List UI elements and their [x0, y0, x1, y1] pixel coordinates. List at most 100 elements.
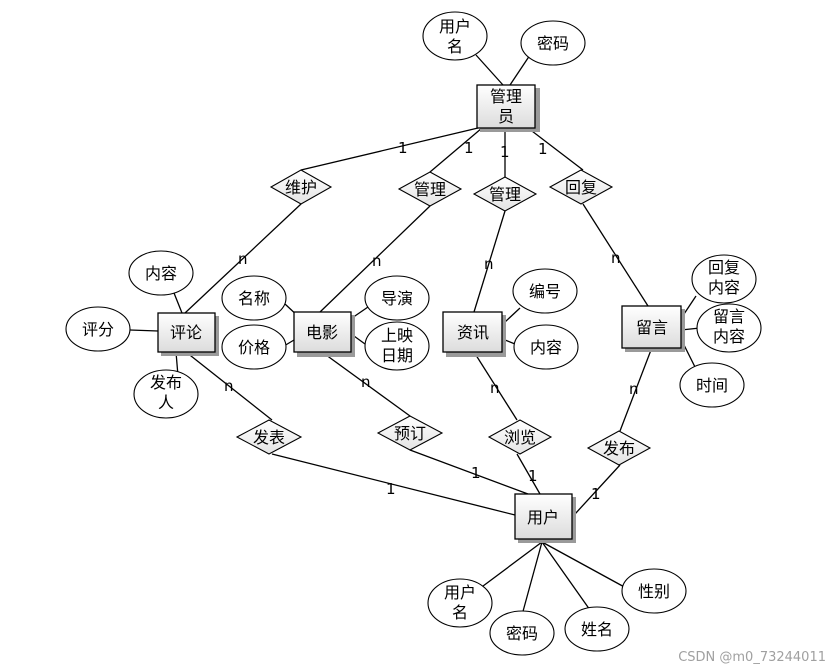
card-admin-manage-movie: 1: [464, 139, 474, 157]
edge-admin-manage-movie: [429, 127, 483, 173]
entity-admin-label-2: 员: [498, 107, 514, 126]
attr-user-username-line2: 名: [452, 603, 468, 622]
card-publish-message-user: 1: [591, 485, 601, 503]
attr-comment-score: 评分: [65, 306, 131, 352]
entity-user-label: 用户: [527, 508, 559, 527]
entity-news: 资讯: [442, 311, 506, 357]
edge-admin-password: [509, 54, 531, 86]
rel-maintain-label: 维护: [285, 178, 317, 197]
rel-manage-movie-label: 管理: [414, 180, 446, 199]
rel-publish-comment: 发表: [235, 419, 303, 455]
attr-user-username: 用户 名: [427, 578, 493, 628]
edge-movie-release-date: [353, 335, 366, 345]
attr-user-gender: 性别: [621, 568, 687, 614]
entity-message: 留言: [621, 305, 685, 352]
attr-message-time-label: 时间: [696, 376, 728, 395]
card-message-publish: n: [629, 380, 639, 398]
edge-reply-message: [582, 203, 649, 307]
edges: [129, 54, 701, 616]
edge-user-name: [541, 541, 591, 611]
attr-message-content-line1: 留言: [713, 307, 745, 326]
attr-movie-price-label: 价格: [238, 338, 270, 357]
attr-message-time: 时间: [679, 362, 745, 408]
card-reply-message: n: [611, 249, 621, 267]
attr-admin-password: 密码: [520, 20, 586, 66]
attr-comment-content-label: 内容: [145, 264, 177, 283]
edge-book-user: [409, 449, 529, 495]
attr-movie-director-label: 导演: [381, 289, 413, 308]
attr-admin-username-line2: 名: [447, 37, 463, 56]
card-book-user: 1: [471, 464, 481, 482]
cardinalities: 1 n 1 n 1 n 1 n n 1 n 1 n 1 n 1: [224, 139, 639, 503]
attr-message-reply-content-line2: 内容: [708, 278, 740, 297]
card-maintain-comment: n: [238, 250, 248, 268]
relationships: 维护 管理 管理 回复 发表 预订 浏览 发布: [235, 169, 652, 466]
attr-message-reply-content: 回复 内容: [691, 254, 757, 304]
card-manage-movie-movie: n: [372, 252, 382, 270]
attr-comment-author: 发布 人: [133, 369, 199, 419]
edge-maintain-comment: [184, 203, 302, 314]
rel-publish-message-label: 发布: [603, 439, 635, 458]
attr-movie-release-date-line1: 上映: [381, 326, 413, 345]
attr-comment-author-line2: 人: [158, 393, 174, 412]
rel-maintain: 维护: [269, 169, 333, 205]
card-comment-publish: n: [224, 377, 234, 395]
attr-news-content: 内容: [513, 324, 579, 370]
card-publish-user: 1: [386, 480, 396, 498]
attr-user-password: 密码: [489, 610, 555, 656]
rel-browse-label: 浏览: [504, 428, 536, 447]
edge-news-browse: [473, 351, 518, 421]
attributes: 用户 名 密码 内容 评分 发布 人 名称 价格: [65, 11, 762, 656]
attr-movie-name-label: 名称: [238, 289, 270, 308]
attr-message-content: 留言 内容: [696, 303, 762, 353]
edge-user-gender: [541, 541, 629, 590]
edge-news-number: [504, 307, 521, 323]
attr-user-username-line1: 用户: [444, 583, 476, 602]
rel-book: 预订: [376, 415, 444, 451]
edge-admin-username: [475, 54, 504, 86]
attr-movie-price: 价格: [221, 324, 287, 370]
card-manage-news-news: n: [484, 255, 494, 273]
edge-user-username: [474, 541, 543, 593]
attr-user-name-label: 姓名: [581, 620, 613, 639]
watermark: CSDN @m0_73244011: [678, 650, 826, 665]
attr-movie-release-date: 上映 日期: [364, 321, 430, 371]
edge-admin-maintain: [300, 127, 479, 171]
card-admin-maintain: 1: [398, 139, 408, 157]
attr-message-reply-content-line1: 回复: [708, 258, 740, 277]
rel-publish-message: 发布: [586, 430, 652, 466]
card-news-browse: n: [490, 379, 500, 397]
edge-movie-book: [321, 351, 411, 417]
entity-user: 用户: [514, 493, 576, 543]
attr-comment-content: 内容: [128, 250, 194, 296]
edge-publish-user: [271, 453, 516, 516]
attr-movie-release-date-line2: 日期: [381, 346, 413, 365]
attr-news-number-label: 编号: [529, 282, 561, 301]
attr-movie-name: 名称: [221, 275, 287, 321]
entity-movie-label: 电影: [306, 323, 338, 342]
attr-admin-username-line1: 用户: [439, 17, 471, 36]
attr-movie-director: 导演: [364, 275, 430, 321]
attr-message-content-line2: 内容: [713, 327, 745, 346]
entity-admin-label-1: 管理: [490, 87, 522, 106]
rel-browse: 浏览: [487, 419, 553, 455]
attr-news-number: 编号: [512, 268, 578, 314]
entity-admin: 管理 员: [476, 84, 540, 132]
entity-comment: 评论: [157, 312, 219, 356]
attr-comment-score-label: 评分: [82, 320, 114, 339]
card-movie-book: n: [361, 373, 371, 391]
entity-news-label: 资讯: [457, 323, 489, 342]
edge-manage-movie-movie: [319, 205, 431, 313]
rel-manage-movie: 管理: [397, 171, 463, 207]
rel-book-label: 预订: [394, 424, 426, 443]
edge-admin-reply: [527, 127, 584, 171]
entity-message-label: 留言: [636, 318, 668, 337]
attr-admin-username: 用户 名: [422, 11, 488, 61]
rel-manage-news: 管理: [472, 176, 538, 212]
edge-message-publish: [619, 349, 652, 432]
entity-comment-label: 评论: [170, 323, 202, 342]
edge-manage-news-news: [473, 210, 506, 313]
attr-comment-author-line1: 发布: [150, 373, 182, 392]
attr-user-gender-label: 性别: [638, 582, 670, 601]
